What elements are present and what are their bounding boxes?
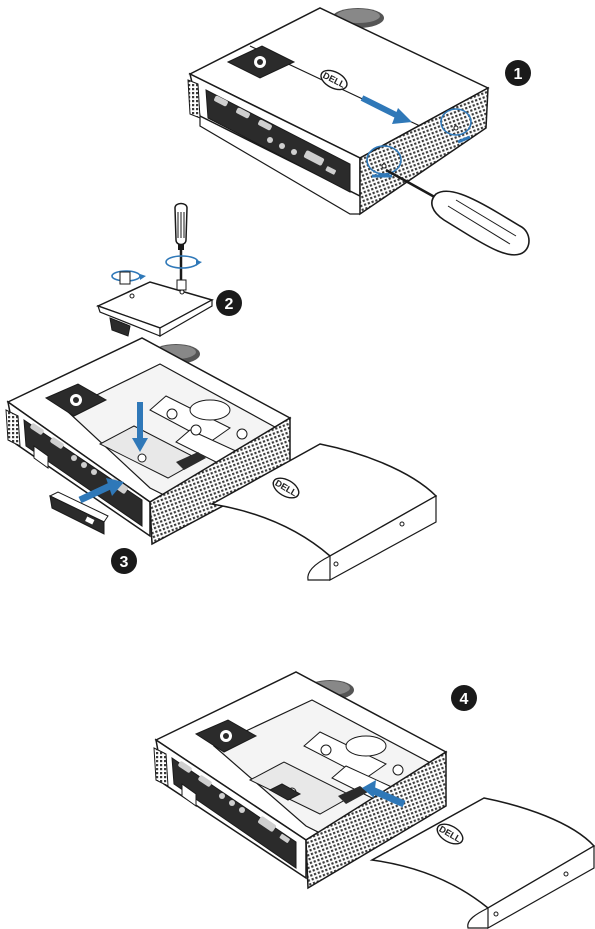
rotate-arrow-icon: [366, 108, 472, 178]
step-badge-1: 1: [505, 60, 531, 86]
removed-cover: DELL: [209, 443, 438, 582]
push-arrow-icon: [370, 786, 406, 808]
svg-text:2: 2: [225, 296, 234, 313]
step3-projector-open: DELL 3: [5, 337, 438, 582]
step-badge-2: 2: [216, 290, 242, 316]
screwdriver-icon: [174, 202, 188, 282]
svg-text:1: 1: [514, 66, 523, 83]
svg-text:3: 3: [120, 554, 129, 571]
step2-lamp-door: 2: [96, 202, 242, 338]
push-arrow-icon: [78, 482, 112, 504]
step-badge-4: 4: [451, 685, 477, 711]
removed-cover: DELL: [369, 797, 595, 929]
step1-projector: DELL 1: [187, 7, 531, 256]
svg-text:4: 4: [460, 691, 469, 708]
screwdriver-icon: [385, 168, 530, 256]
step4-projector-open: DELL 4: [153, 671, 595, 929]
push-arrow-icon: [360, 95, 400, 119]
step-badge-3: 3: [111, 548, 137, 574]
